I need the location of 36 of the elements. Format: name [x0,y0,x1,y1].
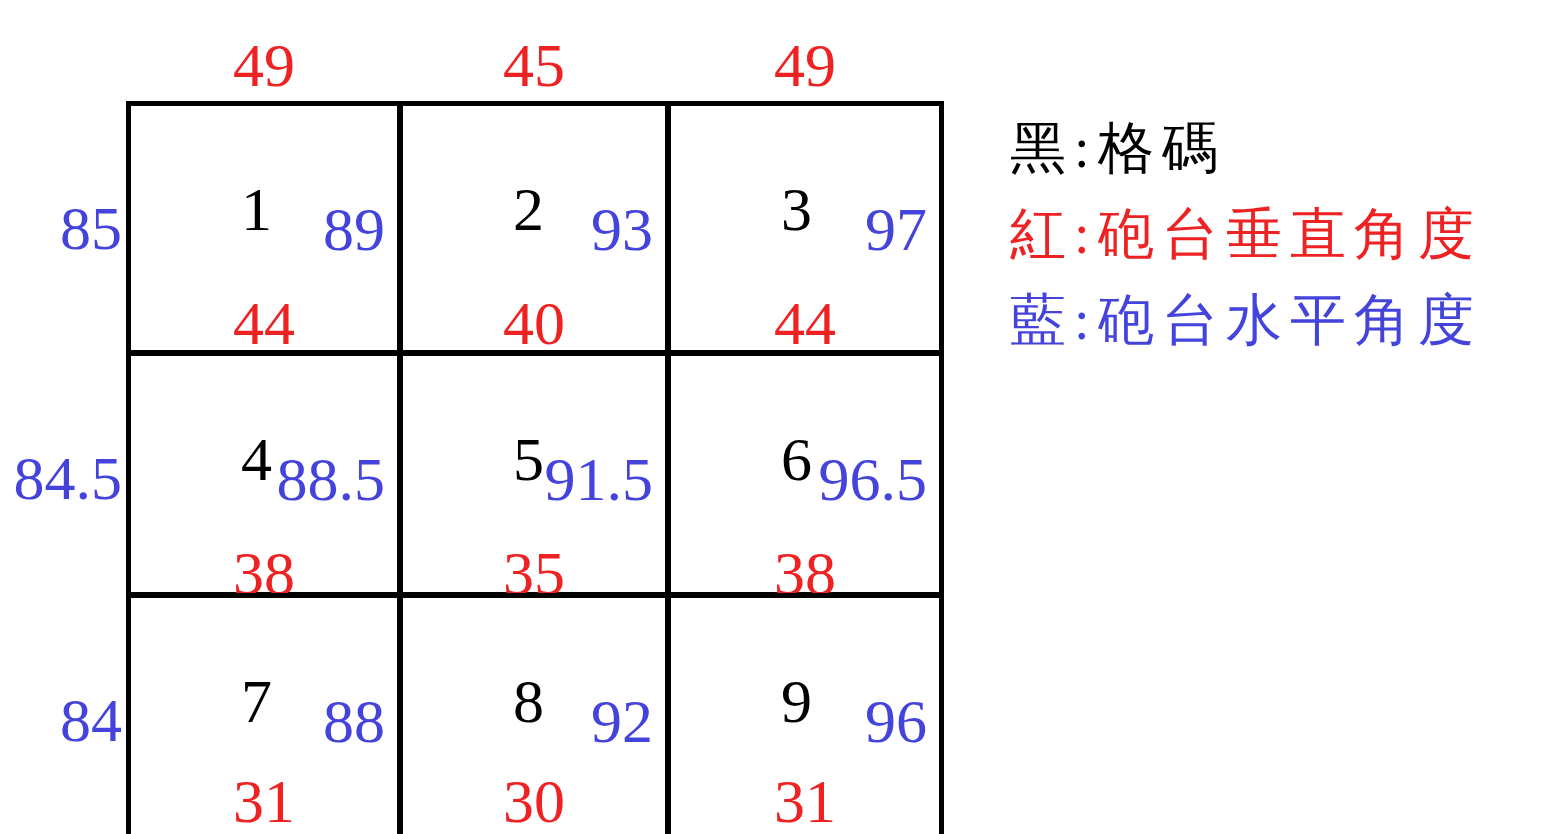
horizontal-angle: 88.5 [276,448,385,510]
cell-number: 9 [781,670,812,732]
cell-number: 1 [241,178,272,240]
vertical-angle: 49 [773,34,837,96]
vertical-angle: 40 [502,292,566,354]
legend-text: 紅:砲台垂直角度 [1010,206,1482,262]
horizontal-angle: 84.5 [13,447,122,509]
vertical-angle: 45 [502,34,566,96]
cell-number: 5 [513,428,544,490]
cell-number: 6 [781,428,812,490]
horizontal-angle: 89 [323,198,385,260]
cell-number: 2 [513,178,544,240]
cell-number: 4 [241,428,272,490]
horizontal-angle: 88 [323,690,385,752]
vertical-angle: 30 [502,770,566,832]
vertical-angle: 38 [232,542,296,604]
cell-number: 3 [781,178,812,240]
vertical-angle: 38 [773,542,837,604]
horizontal-angle: 92 [591,690,653,752]
horizontal-angle: 96.5 [818,448,927,510]
horizontal-angle: 93 [591,198,653,260]
horizontal-angle: 91.5 [544,448,653,510]
vertical-angle: 49 [232,34,296,96]
vertical-angle: 44 [232,292,296,354]
legend-text: 黑:格碼 [1010,120,1226,176]
horizontal-angle: 96 [865,690,927,752]
horizontal-angle: 85 [60,197,122,259]
legend-text: 藍:砲台水平角度 [1010,292,1482,348]
horizontal-angle: 84 [60,689,122,751]
vertical-angle: 31 [773,770,837,832]
vertical-angle: 31 [232,770,296,832]
vertical-angle: 35 [502,542,566,604]
cell-number: 8 [513,670,544,732]
vertical-angle: 44 [773,292,837,354]
horizontal-angle: 97 [865,198,927,260]
cell-number: 7 [241,670,272,732]
